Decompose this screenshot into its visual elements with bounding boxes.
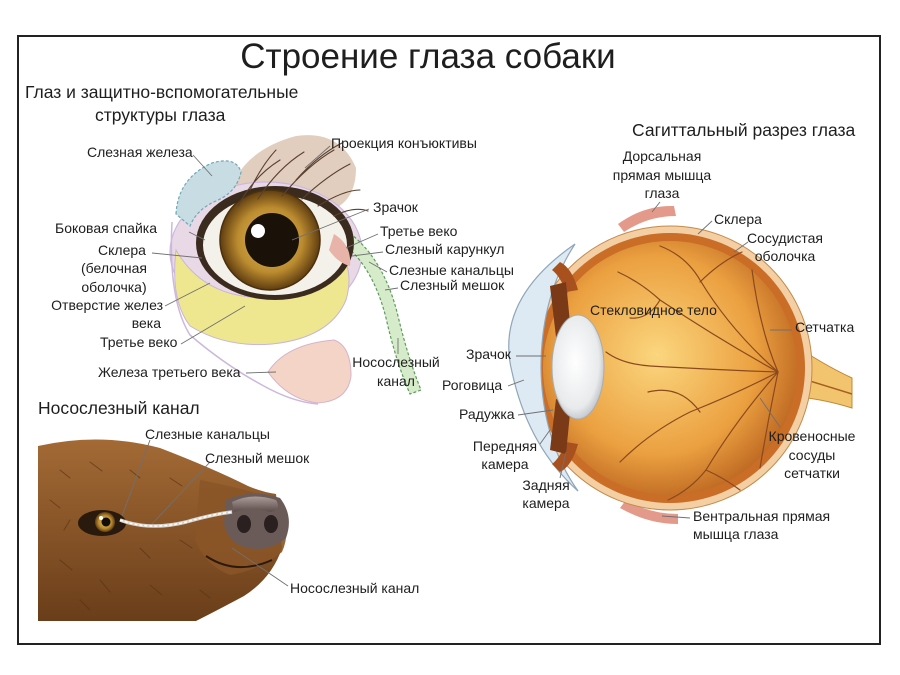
label-sclera-line1: Склера (98, 242, 146, 258)
eyelashes (237, 142, 369, 217)
dog-head-leader-lines (121, 439, 289, 587)
label-gland-openings-line2: века (132, 315, 161, 331)
dog-head-illustration (38, 439, 289, 621)
label-retinal-vessels-line3: сетчатки (784, 465, 840, 481)
outer-skin-outline (170, 221, 319, 405)
label-retinal-vessels-line1: Кровеносные (769, 428, 856, 444)
ciliary-body-upper (552, 262, 578, 292)
label-sagittal-pupil: Зрачок (466, 346, 512, 362)
label-sagittal-sclera: Склера (714, 211, 762, 227)
nasolacrimal-heading: Носослезный канал (38, 398, 200, 418)
label-choroid-line1: Сосудистая (747, 230, 823, 246)
third-eyelid-fold (329, 234, 351, 266)
label-ventral-rectus-line1: Вентральная прямая (693, 508, 830, 524)
lacrimal-gland-shape (175, 160, 242, 227)
eye-structures-illustration (169, 135, 422, 405)
label-lacrimal-sac: Слезный мешок (400, 277, 505, 293)
poster-border (17, 35, 881, 645)
sagittal-heading: Сагиттальный разрез глаза (632, 120, 856, 140)
dog-eye-pupil (101, 517, 111, 527)
label-choroid-line2: оболочка (755, 248, 816, 264)
eye-structures-leader-lines (151, 145, 399, 374)
dog-nostril-right (264, 515, 278, 533)
label-anterior-chamber-line2: камера (481, 456, 528, 472)
label-sclera-line3: оболочка) (81, 279, 146, 295)
label-posterior-chamber-line1: Задняя (522, 477, 569, 493)
label-lateral-commissure: Боковая спайка (55, 220, 157, 236)
label-sclera-line2: (белочная (81, 260, 147, 276)
label-iris: Радужка (459, 406, 515, 422)
label-conjunctiva-projection: Проекция конъюктивы (331, 135, 477, 151)
label-third-eyelid-gland: Железа третьего века (98, 364, 241, 380)
third-eyelid-gland-shape (267, 339, 352, 404)
label-retina: Сетчатка (795, 319, 854, 335)
label-nasolacrimal-duct-line2: канал (377, 373, 415, 389)
label-third-eyelid: Третье веко (100, 334, 178, 350)
label-anterior-chamber-line1: Передняя (473, 438, 537, 454)
label-posterior-chamber-line2: камера (522, 495, 569, 511)
dog-nose-highlight (232, 496, 278, 512)
dog-eye-highlight (99, 516, 103, 520)
label-nasolacrimal-duct-line1: Носослезный (352, 354, 440, 370)
label-dog-nasolacrimal-duct: Носослезный канал (290, 580, 419, 596)
label-dorsal-rectus-line2: прямая мышца (613, 167, 712, 183)
label-cornea: Роговица (442, 377, 502, 393)
retinal-vessels (605, 245, 779, 501)
retina-vitreous (543, 241, 797, 495)
pupil (245, 213, 299, 267)
lens (551, 314, 605, 420)
eye-highlight (251, 224, 265, 238)
sagittal-section-illustration (508, 205, 853, 524)
label-dorsal-rectus-line1: Дорсальная (623, 148, 702, 164)
sagittal-leader-lines (507, 201, 792, 519)
cornea (508, 243, 579, 492)
label-vitreous-body: Стекловидное тело (590, 302, 717, 318)
eye-structures-heading-line2: структуры глаза (95, 105, 226, 125)
label-dorsal-rectus-line3: глаза (645, 185, 680, 201)
label-lacrimal-gland: Слезная железа (87, 144, 193, 160)
dog-mouth (205, 555, 273, 569)
label-third-eyelid-upper: Третье веко (380, 223, 458, 239)
dog-nostril-left (237, 515, 251, 533)
poster-title: Строение глаза собаки (240, 37, 615, 76)
dog-fur-texture (49, 461, 211, 611)
dog-nasolacrimal-duct-dash (119, 511, 233, 527)
label-lacrimal-canaliculi: Слезные канальцы (389, 262, 514, 278)
label-dog-lacrimal-sac: Слезный мешок (205, 450, 310, 466)
eye-structures-heading-line1: Глаз и защитно-вспомогательные (25, 82, 298, 102)
dorsal-rectus-muscle (618, 205, 676, 232)
nasolacrimal-duct-shape (334, 230, 422, 395)
label-retinal-vessels-line2: сосуды (789, 447, 836, 463)
label-lacrimal-caruncle: Слезный карункул (385, 241, 504, 257)
label-ventral-rectus-line2: мышца глаза (693, 526, 779, 542)
label-pupil: Зрачок (373, 199, 419, 215)
label-dog-lacrimal-canaliculi: Слезные канальцы (145, 426, 270, 442)
label-gland-openings-line1: Отверстие желез (51, 297, 163, 313)
